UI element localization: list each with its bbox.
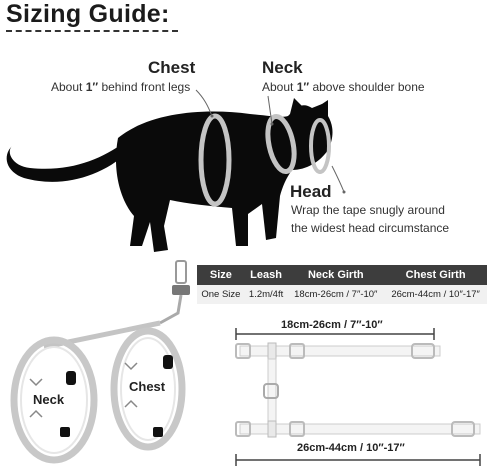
leash-ring — [172, 285, 190, 295]
size-table: Size Leash Neck Girth Chest Girth One Si… — [197, 265, 487, 304]
title-underline — [6, 30, 178, 32]
harness-flat-diagram — [235, 328, 481, 466]
neck-pointer — [267, 95, 273, 125]
chest-pointer — [195, 89, 213, 117]
harness-loops-illustration — [10, 260, 190, 464]
chest-loop-strap — [110, 327, 186, 451]
neck-label: Neck — [262, 58, 303, 77]
header-leash: Leash — [244, 265, 288, 285]
chest-slider — [153, 427, 163, 437]
cell-size: One Size — [197, 285, 245, 304]
header-neck-girth: Neck Girth — [287, 265, 385, 285]
chest-loop — [198, 113, 232, 207]
leash-clip — [175, 260, 187, 284]
head-description-line1: Wrap the tape snugly around — [291, 203, 445, 217]
cat-illustration — [6, 89, 346, 252]
page-title: Sizing Guide: — [6, 0, 170, 28]
chest-description: About 1″ behind front legs — [51, 80, 191, 94]
cell-chest-girth: 26cm-44cm / 10″-17″ — [384, 285, 487, 304]
harness-chest-label: Chest — [129, 379, 166, 394]
chest-dimension-label: 26cm-44cm / 10″-17″ — [297, 442, 405, 454]
cat-silhouette — [6, 98, 333, 252]
head-pointer — [331, 165, 345, 193]
chest-buckle — [163, 355, 173, 369]
header-chest-girth: Chest Girth — [384, 265, 487, 285]
leash-strap — [159, 294, 183, 325]
cell-neck-girth: 18cm-26cm / 7″-10″ — [287, 285, 385, 304]
cell-leash: 1.2m/4ft — [244, 285, 288, 304]
neck-dimension-label: 18cm-26cm / 7″-10″ — [281, 319, 383, 331]
harness-neck-label: Neck — [33, 392, 65, 407]
head-loop — [309, 118, 331, 174]
neck-slider — [60, 427, 70, 437]
chest-strap-flat — [239, 423, 481, 435]
head-description-line2: the widest head circumstance — [291, 221, 450, 235]
table-row: One Size 1.2m/4ft 18cm-26cm / 7″-10″ 26c… — [197, 285, 487, 304]
neck-strap-flat — [239, 345, 441, 357]
head-label: Head — [290, 182, 332, 201]
neck-loop — [265, 113, 297, 175]
chest-label: Chest — [148, 58, 196, 77]
neck-buckle — [66, 371, 76, 385]
neck-description: About 1″ above shoulder bone — [262, 80, 425, 94]
neck-loop-strap — [10, 336, 98, 464]
table-header-row: Size Leash Neck Girth Chest Girth — [197, 265, 487, 285]
header-size: Size — [197, 265, 245, 285]
